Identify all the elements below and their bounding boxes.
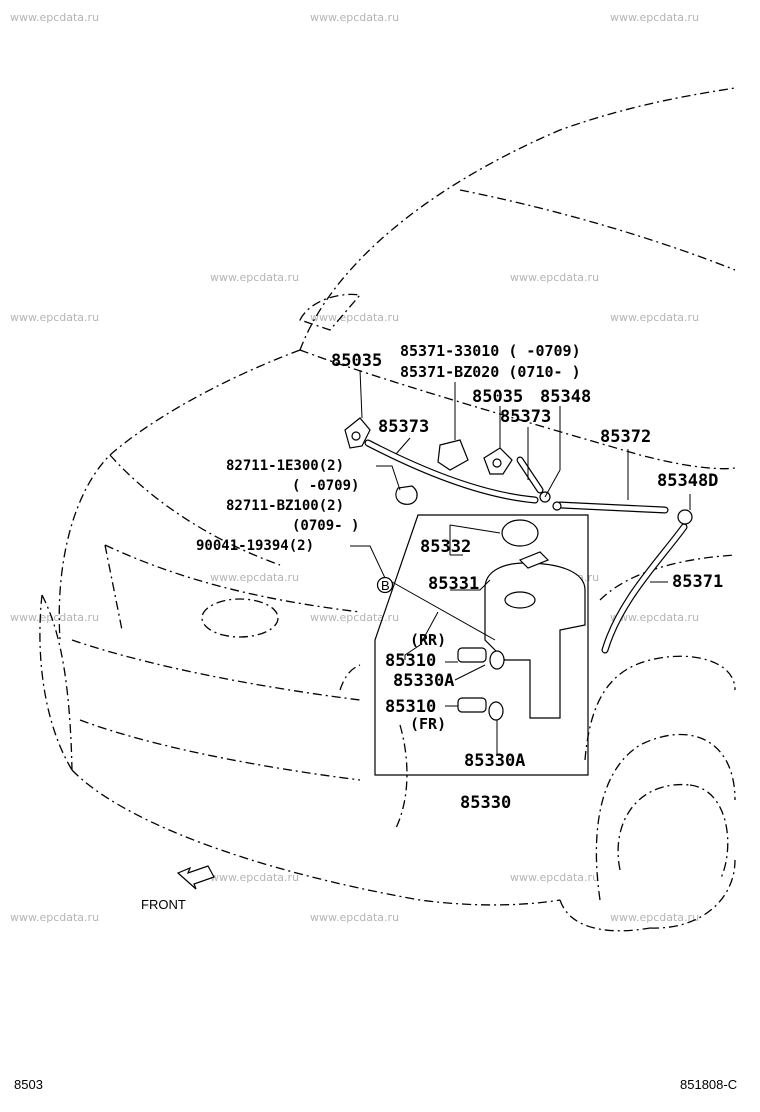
part-label: 85373 <box>378 417 429 437</box>
part-label: 85371 <box>672 572 723 592</box>
footer: 8503 851808-C <box>14 1077 737 1092</box>
washer-tank <box>457 519 586 721</box>
part-label: 85310 <box>385 651 436 671</box>
part-label: (FR) <box>410 715 446 733</box>
watermark: www.epcdata.ru <box>510 871 599 884</box>
part-label: 85330A <box>464 751 525 771</box>
front-label: FRONT <box>141 897 186 912</box>
watermark: www.epcdata.ru <box>610 311 699 324</box>
washer-hoses <box>364 439 688 654</box>
part-label: 85035 <box>331 351 382 371</box>
part-label: 90041-19394(2) <box>196 538 314 554</box>
leader-lines <box>350 369 691 755</box>
watermark: www.epcdata.ru <box>310 611 399 624</box>
washer-tank-box <box>374 514 589 776</box>
marker-b-label: B <box>381 578 390 593</box>
part-label: 85332 <box>420 537 471 557</box>
front-indicator: FRONT <box>141 865 215 912</box>
part-labels: 85035 85371-33010 ( -0709) 85371-BZ020 (… <box>196 342 723 813</box>
part-label: 85035 <box>472 387 523 407</box>
part-label: 85373 <box>500 407 551 427</box>
watermark: www.epcdata.ru <box>210 571 299 584</box>
part-label: 85372 <box>600 427 651 447</box>
part-label: 85371-BZ020 (0710- ) <box>400 363 581 381</box>
watermarks: www.epcdata.ru www.epcdata.ru www.epcdat… <box>10 11 699 924</box>
part-label: 85348D <box>657 471 718 491</box>
part-label: 82711-BZ100(2) <box>226 498 344 514</box>
part-label: 85330A <box>393 671 454 691</box>
watermark: www.epcdata.ru <box>10 611 99 624</box>
footer-left: 8503 <box>14 1077 43 1092</box>
part-label: 82711-1E300(2) <box>226 458 344 474</box>
watermark: www.epcdata.ru <box>10 11 99 24</box>
watermark: www.epcdata.ru <box>610 611 699 624</box>
watermark: www.epcdata.ru <box>10 311 99 324</box>
part-label: 85310 <box>385 697 436 717</box>
watermark: www.epcdata.ru <box>310 11 399 24</box>
part-label: (RR) <box>410 631 446 649</box>
watermark: www.epcdata.ru <box>310 311 399 324</box>
part-label: (0709- ) <box>292 518 359 534</box>
marker-b: B <box>376 576 394 594</box>
part-label: 85331 <box>428 574 479 594</box>
car-outline <box>39 87 736 932</box>
watermark: www.epcdata.ru <box>10 911 99 924</box>
part-label: 85371-33010 ( -0709) <box>400 342 581 360</box>
part-label: 85330 <box>460 793 511 813</box>
front-arrow-icon <box>176 865 215 890</box>
watermark: www.epcdata.ru <box>610 911 699 924</box>
watermark: www.epcdata.ru <box>510 271 599 284</box>
watermark: www.epcdata.ru <box>210 871 299 884</box>
footer-right: 851808-C <box>680 1077 737 1092</box>
watermark: www.epcdata.ru <box>210 271 299 284</box>
watermark: www.epcdata.ru <box>610 11 699 24</box>
watermark: www.epcdata.ru <box>310 911 399 924</box>
part-label: ( -0709) <box>292 478 359 494</box>
part-label: 85348 <box>540 387 591 407</box>
